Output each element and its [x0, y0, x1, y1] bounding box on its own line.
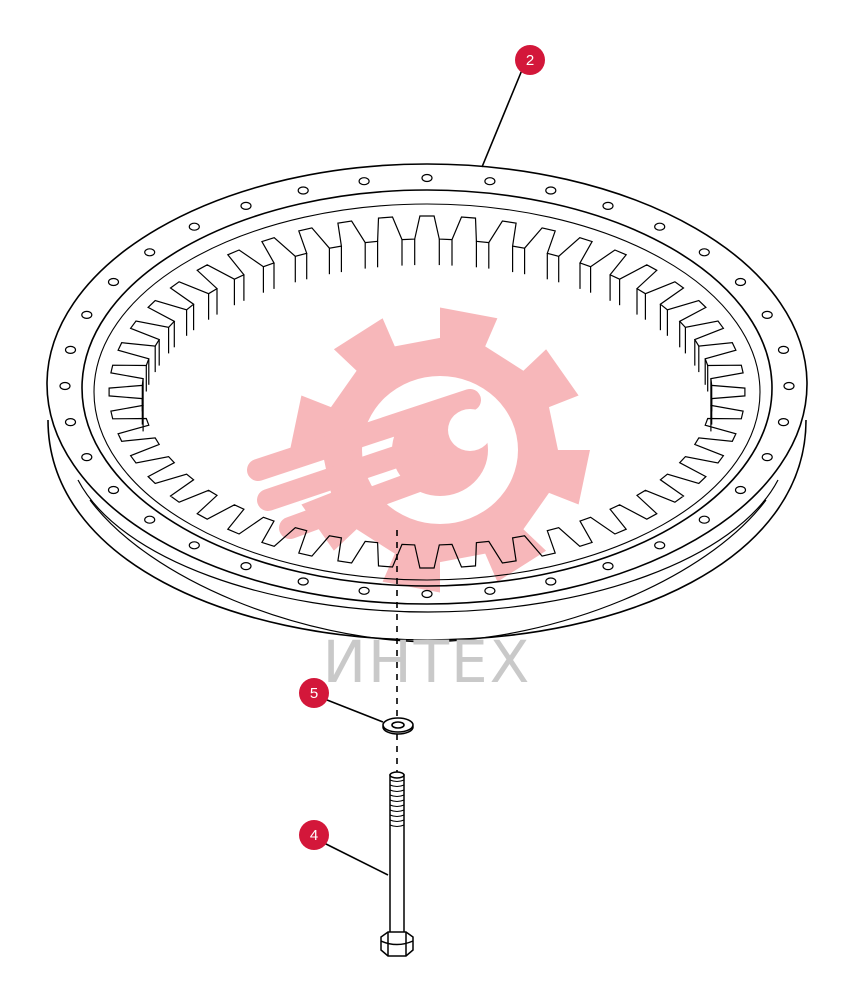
ring-inner-edge-2: [93, 203, 761, 581]
callout-2-badge: [515, 45, 545, 75]
watermark-text: ИНТЕХ: [323, 628, 532, 696]
leader-lines: [321, 69, 523, 876]
slewing-ring: [46, 163, 808, 643]
callout-4-badge: [299, 820, 329, 850]
callout-5-badge: [299, 678, 329, 708]
ring-lower-edge-r: [427, 479, 779, 613]
leader-2: [481, 69, 523, 168]
callout-5-label: 5: [310, 685, 318, 702]
gear-teeth: [108, 215, 746, 569]
leader-5: [321, 697, 384, 723]
bolt-holes: [59, 173, 795, 599]
callout-2[interactable]: 2: [515, 45, 545, 75]
ring-inner-edge: [81, 189, 773, 587]
bolt: [380, 771, 414, 957]
ring-lower-edge: [77, 479, 429, 613]
wrench-icon: [247, 389, 492, 539]
washer: [382, 717, 414, 735]
callout-4[interactable]: 4: [299, 820, 329, 850]
callout-2-label: 2: [526, 52, 534, 69]
ring-lower-flange: [47, 419, 807, 641]
callout-4-label: 4: [310, 827, 318, 844]
watermark-logo: [247, 307, 590, 593]
ring-outer-edge: [46, 163, 808, 605]
leader-4: [321, 841, 389, 876]
callout-5[interactable]: 5: [299, 678, 329, 708]
